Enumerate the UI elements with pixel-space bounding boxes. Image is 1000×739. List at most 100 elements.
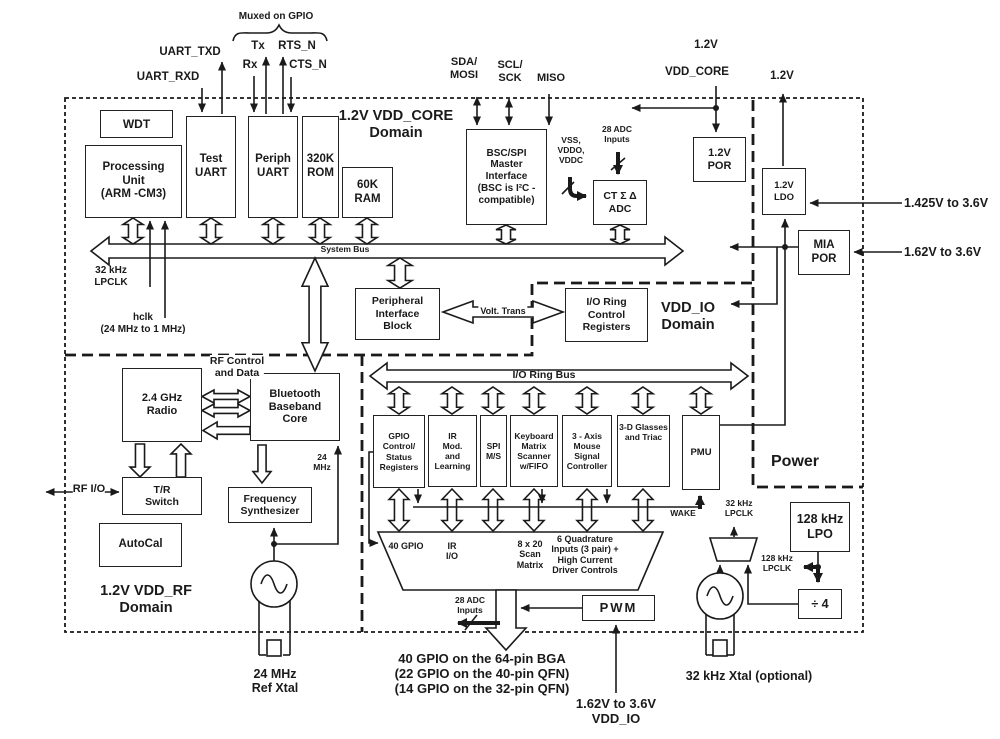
block-3d-glasses: 3-D Glasses and Triac <box>617 415 670 487</box>
ring-arrow-pmu <box>690 386 712 415</box>
ring-arrow-ir <box>441 386 463 415</box>
label-rf-control: RF Control and Data <box>209 355 265 380</box>
junction-dot <box>713 105 719 111</box>
clock-mux-trapezoid <box>708 537 759 562</box>
chip-boundary <box>64 97 864 633</box>
ring-arrow-mouse <box>576 386 598 415</box>
block-1v2-ldo: 1.2V LDO <box>762 168 806 215</box>
block-tr-switch: T/R Switch <box>122 477 202 515</box>
label-vdd-core: VDD_CORE <box>665 66 729 78</box>
label-sda-mosi: SDA/ MOSI <box>449 56 479 81</box>
label-1v2-core: 1.2V <box>694 39 718 51</box>
ring-arrow-glasses <box>632 386 654 415</box>
block-ram: 60K RAM <box>342 167 393 218</box>
block-mia-por: MIA POR <box>798 230 850 275</box>
clock-24mhz-line <box>274 445 342 545</box>
label-wake: WAKE <box>670 508 696 518</box>
pmu-to-ldo-line <box>720 218 789 426</box>
label-vdd-io-domain: VDD_IO Domain <box>661 300 715 333</box>
muxed-gpio-brace <box>232 23 328 42</box>
label-volt-trans: Volt. Trans <box>478 306 528 317</box>
bus-arrow-peripheral-interface <box>387 257 413 289</box>
label-xtal24: 24 MHz Ref Xtal <box>251 667 299 696</box>
pad-arrow-ir <box>441 488 463 532</box>
label-1425v: 1.425V to 3.6V <box>904 196 989 210</box>
div4-to-mux-line <box>744 564 798 605</box>
block-periph-uart: Periph UART <box>248 116 298 218</box>
pad-arrow-keyboard <box>523 488 545 532</box>
bus-arrow-rom <box>309 217 331 245</box>
block-spi-ms: SPI M/S <box>480 415 507 487</box>
block-1v2-por: 1.2V POR <box>693 137 746 182</box>
oscillator-32khz-icon <box>696 572 744 657</box>
bus-arrow-processing-unit <box>122 217 144 245</box>
radio-to-switch-arrow <box>129 443 151 478</box>
label-ir-io: IR I/O <box>445 541 459 562</box>
label-lpclk128: 128 kHz LPCLK <box>761 553 793 573</box>
block-bsc-spi: BSC/SPI Master Interface (BSC is I²C - c… <box>466 129 547 225</box>
label-muxed-gpio: Muxed on GPIO <box>238 11 314 22</box>
block-pwm: PWM <box>582 595 655 621</box>
pad-arrow-spi <box>482 488 504 532</box>
block-radio: 2.4 GHz Radio <box>122 368 202 442</box>
label-tx: Tx <box>251 40 265 52</box>
vdd-core-domain-outline <box>65 281 753 357</box>
pad-arrow-mouse <box>576 488 598 532</box>
rf-control-arrow-2 <box>201 403 251 418</box>
power-domain-outline <box>751 100 863 489</box>
label-lpclk32-right: 32 kHz LPCLK <box>724 498 754 518</box>
label-xtal32: 32 kHz Xtal (optional) <box>685 669 813 683</box>
block-mouse-controller: 3 - Axis Mouse Signal Controller <box>562 415 612 487</box>
baseband-to-radio-arrow <box>202 421 251 440</box>
label-gpio-pins: 40 GPIO on the 64-pin BGA (22 GPIO on th… <box>394 651 570 696</box>
gpio-pads-arrow <box>484 589 528 652</box>
block-freq-synth: Frequency Synthesizer <box>228 487 312 523</box>
label-28adc-bottom: 28 ADC Inputs <box>455 595 485 615</box>
block-adc: CT Σ Δ ADC <box>593 180 647 225</box>
gpio-direct-line <box>368 451 379 547</box>
io-ring-bus <box>368 361 750 391</box>
block-peripheral-interface: Peripheral Interface Block <box>355 288 440 340</box>
pad-arrow-gpio <box>388 488 410 532</box>
bus-arrow-adc <box>609 224 631 245</box>
ring-arrow-keyboard <box>523 386 545 415</box>
label-quadrature: 6 Quadrature Inputs (3 pair) + High Curr… <box>551 534 619 576</box>
junction-dot <box>782 244 788 250</box>
block-test-uart: Test UART <box>186 116 236 218</box>
block-div4: ÷ 4 <box>798 589 842 619</box>
label-40gpio: 40 GPIO <box>388 541 424 551</box>
block-ir-mod: IR Mod. and Learning <box>428 415 477 487</box>
label-power-domain: Power <box>770 453 820 470</box>
ring-arrow-gpio <box>388 386 410 415</box>
block-bluetooth-core: Bluetooth Baseband Core <box>250 373 340 441</box>
label-rx: Rx <box>242 59 258 71</box>
bus-width-tick <box>610 157 626 171</box>
ring-arrow-spi <box>482 386 504 415</box>
label-uart-rxd: UART_RXD <box>136 71 200 83</box>
gpio-mux-trapezoid <box>376 531 665 591</box>
block-gpio-control: GPIO Control/ Status Registers <box>373 415 425 488</box>
label-scl-sck: SCL/ SCK <box>497 59 523 84</box>
block-rom: 320K ROM <box>302 116 339 218</box>
label-miso: MISO <box>536 72 566 84</box>
crystal-24mhz-icon <box>266 639 282 657</box>
oscillator-24mhz-icon <box>250 560 298 657</box>
block-pmu: PMU <box>682 415 720 490</box>
block-wdt: WDT <box>100 110 173 138</box>
bus-width-tick <box>561 181 575 195</box>
label-scan-matrix: 8 x 20 Scan Matrix <box>516 539 544 570</box>
bus-arrow-bsc-spi <box>495 224 517 245</box>
pad-arrow-glasses <box>632 488 654 532</box>
label-rts-n: RTS_N <box>278 40 316 52</box>
label-io-ring-bus: I/O Ring Bus <box>512 369 576 381</box>
switch-to-radio-arrow <box>170 443 192 478</box>
label-lpclk32-left: 32 kHz LPCLK <box>94 265 128 288</box>
label-vss-vddo-vddc: VSS, VDDO, VDDC <box>557 135 585 165</box>
label-rf-io: RF I/O <box>72 483 106 496</box>
system-bus <box>89 235 685 267</box>
crystal-32khz-icon <box>712 639 728 657</box>
label-vdd-core-domain: 1.2V VDD_CORE Domain <box>338 108 454 141</box>
block-io-ring-control: I/O Ring Control Registers <box>565 288 648 342</box>
